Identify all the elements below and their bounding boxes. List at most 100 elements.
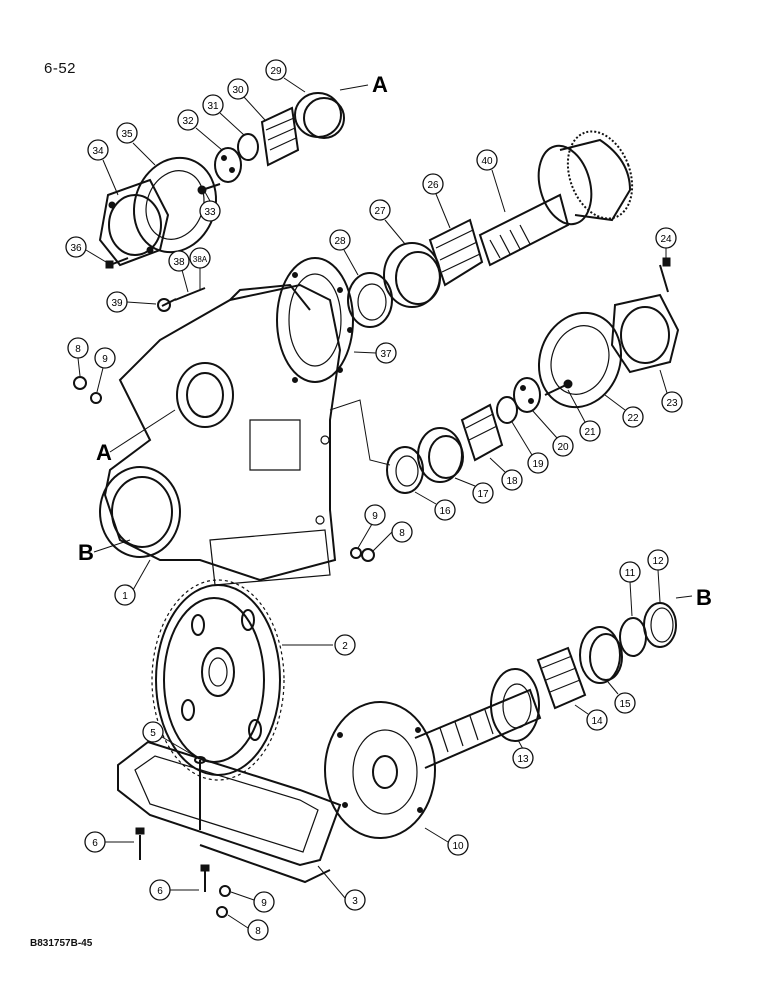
callout-label: 9 (102, 354, 108, 365)
callout-label: 28 (334, 236, 346, 247)
section-letter-b-right: B (696, 585, 712, 610)
callout-22: 22 (604, 394, 644, 428)
bolt-21 (544, 379, 573, 396)
callout-label: 34 (92, 146, 104, 157)
callout-label: 35 (121, 129, 133, 140)
callout-6-upper: 6 (84, 831, 134, 853)
callout-3: 3 (317, 865, 366, 911)
callout-label: 24 (660, 234, 672, 245)
callout-8-mid: 8 (371, 521, 413, 553)
callout-label: 12 (652, 556, 664, 567)
pinion-shaft-40 (478, 130, 634, 267)
callout-label: 30 (232, 85, 244, 96)
callout-label: 11 (625, 568, 636, 579)
flange-gasket-37 (276, 257, 354, 383)
end-cap-23 (610, 293, 680, 374)
callout-18: 18 (489, 457, 523, 491)
callout-label: 38A (193, 255, 208, 264)
callout-label: 10 (452, 841, 464, 852)
axle-shaft-10 (324, 688, 542, 839)
section-letter-a-housing: A (96, 440, 112, 465)
oil-pan-3 (117, 740, 342, 884)
plug-8-mid (361, 548, 375, 562)
callout-label: 3 (352, 896, 358, 907)
housing-pipe-line (329, 399, 391, 466)
snap-ring-11 (619, 617, 647, 657)
ring-12 (643, 602, 677, 648)
callout-38a: 38A (189, 247, 211, 290)
callout-11: 11 (619, 561, 641, 617)
shim-31 (237, 133, 259, 161)
callout-label: 36 (70, 243, 82, 254)
callout-14: 14 (574, 704, 608, 731)
callout-33: 33 (199, 191, 221, 222)
callout-label: 26 (427, 180, 439, 191)
gasket-22 (537, 311, 623, 409)
retainer-plate-20 (513, 377, 541, 413)
callout-5: 5 (142, 721, 199, 759)
leader-a-top (339, 84, 369, 91)
upper-end-cap-34 (98, 178, 170, 267)
callout-label: 27 (374, 206, 386, 217)
retainer-plate-32 (214, 147, 242, 183)
bolt-6-lower (200, 864, 210, 892)
callout-6-lower: 6 (149, 879, 199, 901)
callout-label: 9 (261, 898, 267, 909)
bearing-cup-27 (383, 242, 441, 308)
callout-label: 33 (204, 207, 216, 218)
callout-label: 38 (173, 257, 185, 268)
bearing-cone-14 (536, 646, 587, 710)
callout-label: 6 (157, 886, 163, 897)
callout-8-upper: 8 (67, 337, 89, 377)
callout-9-mid: 9 (357, 504, 386, 549)
drain-tube-5 (194, 756, 206, 830)
seal-28 (347, 272, 393, 328)
callout-20: 20 (531, 409, 574, 457)
bolt-6-upper (135, 827, 145, 860)
callout-label: 18 (506, 476, 518, 487)
axle-housing-1 (99, 283, 342, 586)
callout-label: 6 (92, 838, 98, 849)
callout-29: 29 (265, 59, 306, 93)
leader-b-right (675, 595, 693, 599)
callout-24: 24 (655, 227, 677, 258)
leader-a-housing (109, 409, 176, 453)
callout-label: 22 (627, 413, 639, 424)
washer-9-upper (90, 392, 102, 404)
callout-label: 37 (380, 349, 392, 360)
callout-30: 30 (227, 78, 266, 121)
callout-label: 20 (557, 442, 569, 453)
plug-8-upper (73, 376, 87, 390)
callout-label: 29 (270, 66, 282, 77)
callout-16: 16 (414, 491, 456, 521)
bolt-24 (659, 257, 671, 293)
washer-9-lower (219, 885, 231, 897)
ring-gear-2 (151, 579, 285, 781)
callout-26: 26 (422, 173, 451, 229)
callout-32: 32 (177, 109, 223, 151)
callout-8-lower: 8 (227, 914, 269, 941)
callout-label: 5 (150, 728, 156, 739)
callout-23: 23 (659, 369, 683, 413)
leader-b-housing (93, 539, 131, 553)
callout-label: 23 (666, 398, 678, 409)
callout-label: 8 (255, 926, 261, 937)
callout-19: 19 (511, 421, 549, 474)
callout-36: 36 (65, 236, 107, 263)
bearing-cone-26 (428, 218, 484, 287)
callout-label: 1 (122, 591, 128, 602)
callout-28: 28 (329, 229, 359, 276)
callout-38: 38 (168, 250, 190, 293)
callout-12: 12 (647, 549, 669, 603)
callout-21: 21 (567, 389, 601, 442)
bearing-cup-29 (294, 92, 345, 139)
bolt-33 (197, 183, 221, 195)
seal-16 (386, 446, 424, 494)
callout-label: 17 (477, 489, 489, 500)
callout-9-upper: 9 (94, 347, 116, 393)
callout-label: 19 (532, 459, 544, 470)
callout-label: 31 (207, 101, 219, 112)
section-letter-a-top: A (372, 72, 388, 97)
callout-15: 15 (607, 681, 636, 714)
